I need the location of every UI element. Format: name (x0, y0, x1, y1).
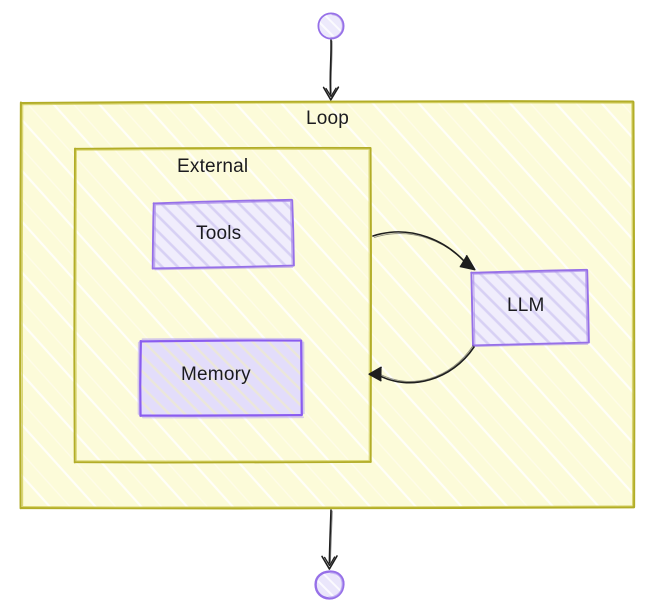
node-llm[interactable] (470, 268, 590, 347)
start-node[interactable] (317, 12, 345, 40)
node-memory[interactable] (137, 337, 305, 419)
end-node[interactable] (314, 570, 345, 600)
edge-llm-to-external[interactable] (368, 345, 475, 384)
edge-start-to-loop[interactable] (322, 39, 340, 101)
edge-loop-to-end[interactable] (321, 509, 338, 570)
node-tools[interactable] (151, 198, 295, 271)
edge-external-to-llm[interactable] (372, 231, 476, 271)
